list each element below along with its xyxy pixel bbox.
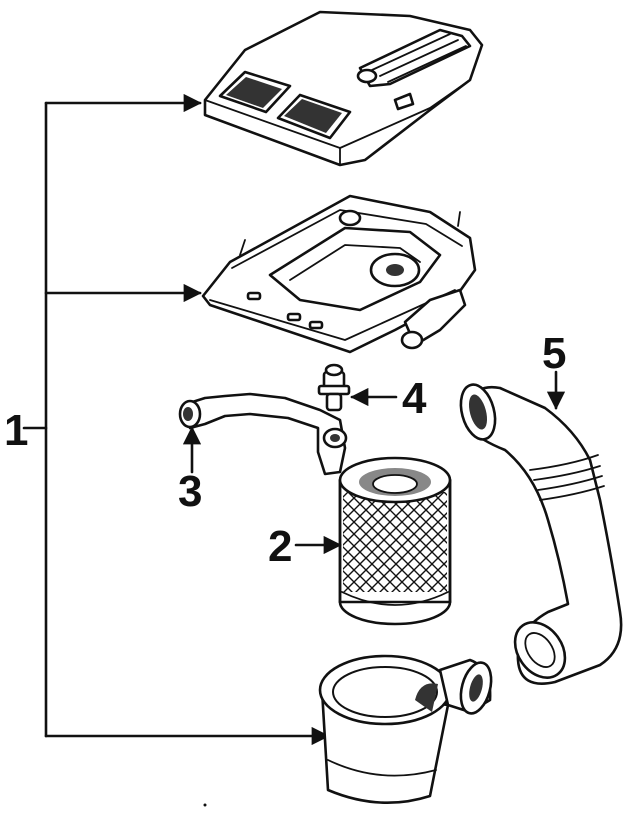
sensor-valve (317, 363, 351, 412)
stray-dot (203, 803, 207, 807)
lower-tray (201, 194, 477, 354)
callout-4: 4 (402, 374, 427, 423)
callout-1: 1 (4, 406, 28, 455)
callout-5: 5 (542, 329, 566, 378)
callout-3: 3 (178, 467, 202, 516)
breather-hose (178, 392, 348, 476)
upper-housing (203, 10, 484, 167)
callout-2: 2 (268, 522, 292, 571)
callout-1-leader (22, 93, 330, 746)
intake-duct (459, 383, 623, 685)
filter-housing-base (318, 654, 493, 804)
air-filter (338, 456, 452, 626)
